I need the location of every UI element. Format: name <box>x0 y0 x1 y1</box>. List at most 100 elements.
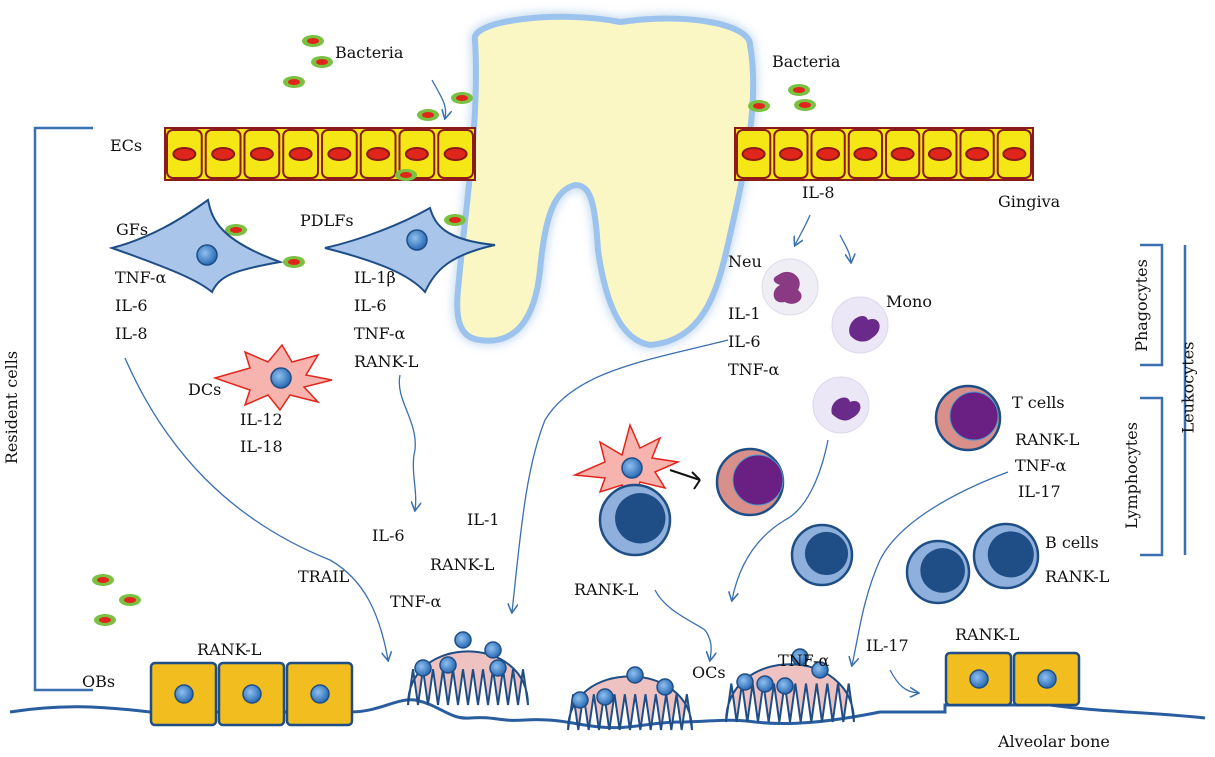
osteoclast-nucleus <box>657 679 673 695</box>
t-cell-center <box>717 449 783 515</box>
osteoclast-nucleus <box>627 667 643 683</box>
bacterium-core <box>456 95 468 101</box>
monocyte <box>832 297 888 353</box>
label-bacteria-right: Bacteria <box>772 52 840 72</box>
bacterium-core <box>422 112 434 118</box>
label-pdlfs-rankl: RANK-L <box>354 352 418 372</box>
osteoblast-nucleus <box>243 685 261 703</box>
label-neu-il6: IL-6 <box>728 332 761 352</box>
label-phagocytes: Phagocytes <box>1132 259 1151 352</box>
osteoclast-nucleus <box>597 689 613 705</box>
label-tcells: T cells <box>1012 393 1065 413</box>
label-gfs-il6: IL-6 <box>115 296 148 316</box>
osteoclast <box>408 651 528 705</box>
bacterium-core <box>400 172 412 178</box>
monocyte-2 <box>813 377 869 433</box>
t-cell-right <box>936 386 1000 450</box>
epithelial-nucleus <box>328 148 350 160</box>
label-il8-top: IL-8 <box>802 183 835 203</box>
bacterium-core <box>288 79 300 85</box>
arrow-il17 <box>890 670 918 693</box>
osteoclast-nucleus <box>440 657 456 673</box>
osteoblasts-left <box>151 663 352 725</box>
epithelial-nucleus <box>290 148 312 160</box>
label-gfs-il8: IL-8 <box>115 324 148 344</box>
label-neu-tnf: TNF-α <box>728 360 779 380</box>
epithelial-nucleus <box>251 148 273 160</box>
bacterium-core <box>230 227 242 233</box>
label-bacteria-left: Bacteria <box>335 43 403 63</box>
label-pdlfs-il1b: IL-1β <box>354 268 396 288</box>
label-b-rankl: RANK-L <box>1045 567 1109 587</box>
label-obs: OBs <box>82 672 115 692</box>
label-leukocytes: Leukocytes <box>1178 342 1197 434</box>
label-resident-cells: Resident cells <box>2 351 21 464</box>
epithelial-nucleus <box>445 148 467 160</box>
epithelial-nucleus <box>817 148 839 160</box>
osteoblast-nucleus <box>970 670 988 688</box>
label-obs-rankl: RANK-L <box>197 640 261 660</box>
bacterium-core <box>124 597 136 603</box>
osteoclast-nucleus <box>485 642 501 658</box>
bacterium-core <box>449 217 461 223</box>
osteoblast-nucleus <box>311 685 329 703</box>
osteoclast-nucleus <box>737 674 753 690</box>
label-tnf-right: TNF-α <box>778 651 829 671</box>
label-neu: Neu <box>728 252 762 272</box>
epithelial-nucleus <box>966 148 988 160</box>
arrow-gfs <box>125 358 388 660</box>
label-il17-right: IL-17 <box>866 636 909 656</box>
label-mid-tnf: TNF-α <box>390 592 441 612</box>
label-mid-il1: IL-1 <box>467 510 500 530</box>
label-ocs: OCs <box>692 663 726 683</box>
b-cell-nucleus <box>615 493 665 543</box>
arrow-il8-mono <box>840 235 851 262</box>
label-t-il17: IL-17 <box>1018 482 1061 502</box>
label-ecs: ECs <box>110 136 142 156</box>
osteoclast-nucleus <box>757 676 773 692</box>
epithelial-row-left <box>165 128 475 180</box>
b-cell-nucleus <box>920 548 965 593</box>
label-pdlfs: PDLFs <box>300 211 354 231</box>
label-mid-rankl: RANK-L <box>430 555 494 575</box>
bacterium-core <box>753 103 765 109</box>
osteoblast-nucleus <box>175 685 193 703</box>
epithelial-nucleus <box>892 148 914 160</box>
label-dcs-il12: IL-12 <box>240 410 283 430</box>
lymphocytes-bracket <box>1140 398 1162 555</box>
arrow-il8-neu <box>795 215 810 245</box>
label-lymphocytes: Lymphocytes <box>1122 422 1141 529</box>
epithelial-nucleus <box>1003 148 1025 160</box>
epithelial-nucleus <box>929 148 951 160</box>
bacterium-core <box>793 87 805 93</box>
bacterium-core <box>799 102 811 108</box>
label-dcs: DCs <box>188 380 221 400</box>
dendritic-cell <box>215 345 332 410</box>
arrow-rankl-center <box>655 590 711 660</box>
bacterium-core <box>316 59 328 65</box>
label-gingiva: Gingiva <box>998 192 1060 212</box>
label-mid-il6: IL-6 <box>372 526 405 546</box>
osteoclast-nucleus <box>490 660 506 676</box>
label-mid-trail: TRAIL <box>298 567 349 587</box>
epithelial-nucleus <box>406 148 428 160</box>
epithelial-nucleus <box>780 148 802 160</box>
bacterium-core <box>307 38 319 44</box>
osteoclast-nucleus <box>455 632 471 648</box>
bacterium-core <box>97 577 109 583</box>
osteoclasts <box>408 632 854 730</box>
label-mono: Mono <box>886 292 932 312</box>
label-pdlfs-tnf: TNF-α <box>354 324 405 344</box>
label-bcells: B cells <box>1045 533 1099 553</box>
b-cells <box>600 485 1038 603</box>
bacterium-core <box>288 259 300 265</box>
osteoblasts-right <box>946 653 1079 705</box>
epithelial-nucleus <box>173 148 195 160</box>
tooth <box>457 17 753 345</box>
label-gfs-tnf: TNF-α <box>115 268 166 288</box>
bacterium-core <box>99 617 111 623</box>
label-gfs: GFs <box>116 220 148 240</box>
epithelial-nucleus <box>367 148 389 160</box>
osteoclast-nucleus <box>415 660 431 676</box>
